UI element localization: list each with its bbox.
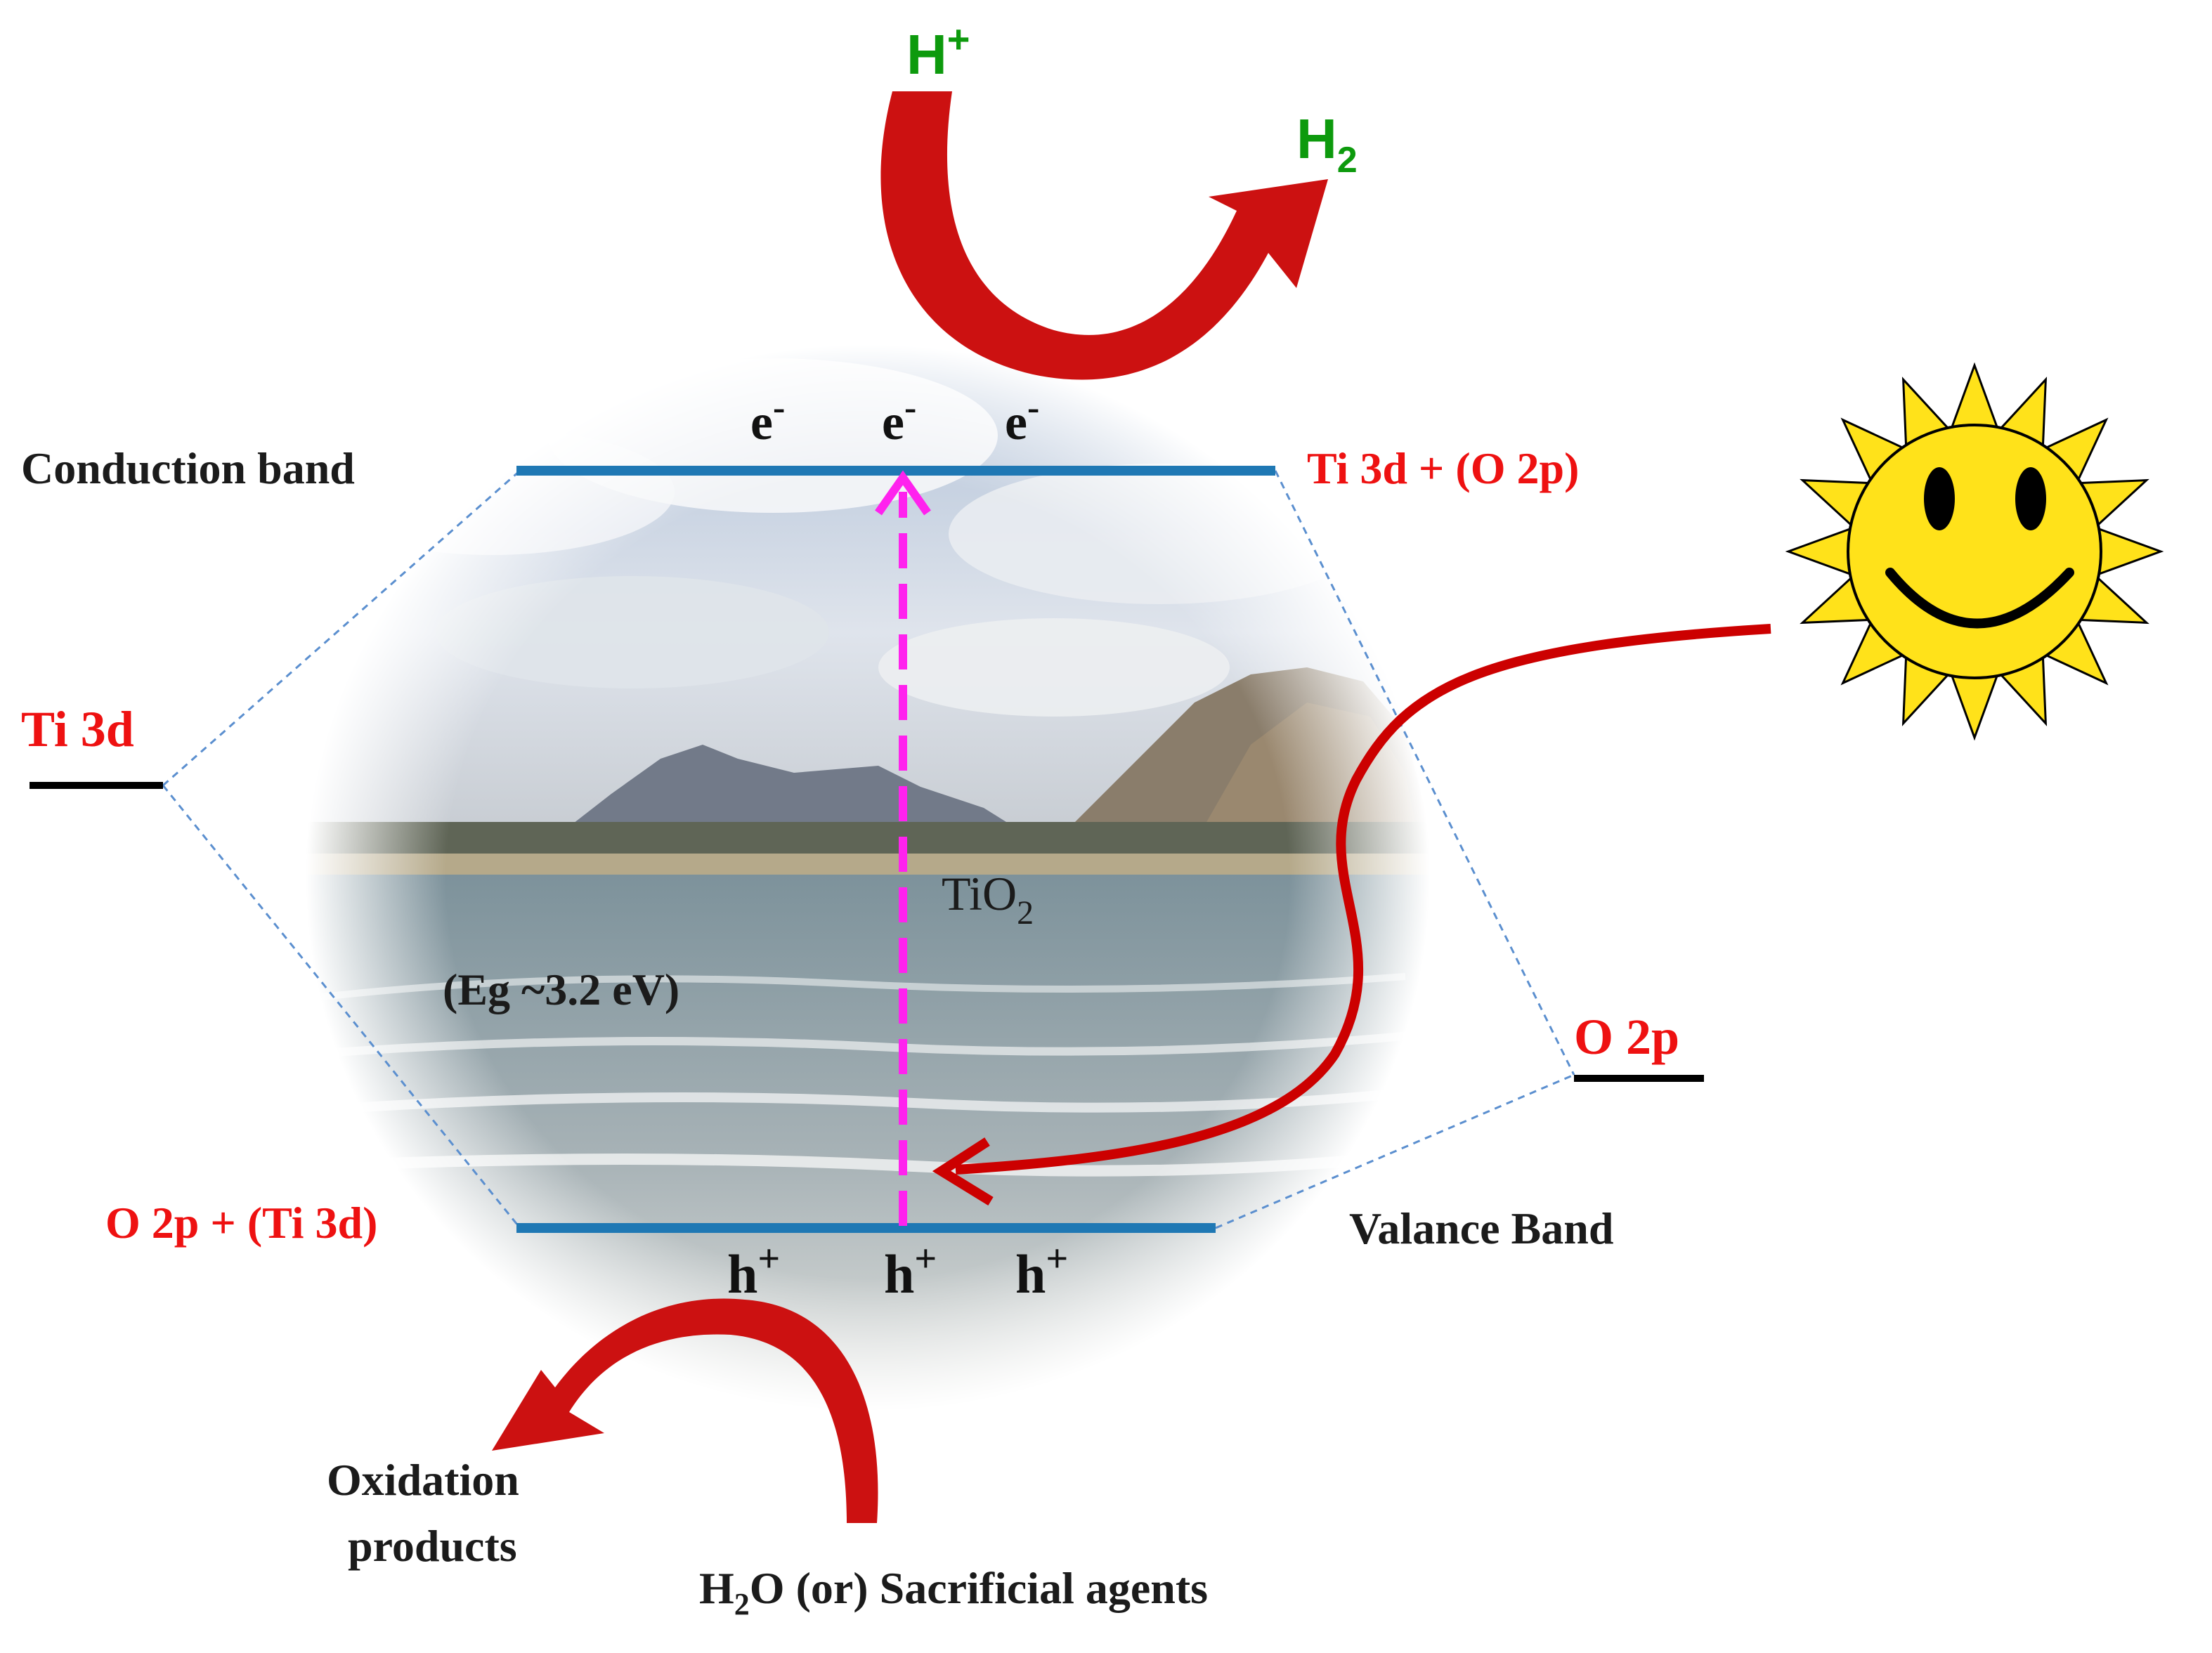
sacrificial-agents-label: H2O (or) Sacrificial agents	[699, 1563, 1208, 1621]
hole-1: h+	[727, 1237, 780, 1305]
hydrogen-label: H2	[1296, 107, 1358, 181]
oxidation-products-line2: products	[348, 1521, 517, 1571]
electron-1: e-	[750, 388, 785, 450]
proton-label: H+	[906, 17, 970, 86]
reduction-arrow	[880, 91, 1328, 380]
vb-composition-label: O 2p + (Ti 3d)	[105, 1198, 377, 1248]
holes: h+ h+ h+	[727, 1237, 1068, 1305]
electron-3: e-	[1005, 388, 1039, 450]
sunlight-arrow	[932, 624, 1771, 1206]
hole-2: h+	[884, 1237, 937, 1305]
o2p-level-label: O 2p	[1574, 1009, 1679, 1065]
oxidation-products-line1: Oxidation	[327, 1455, 519, 1505]
excitation-arrow-head	[875, 470, 931, 516]
correlation-lines	[162, 469, 1575, 1229]
valence-band-label: Valance Band	[1349, 1203, 1613, 1253]
smiling-sun-icon	[1785, 362, 2164, 741]
electron-2: e-	[882, 388, 916, 450]
cb-composition-label: Ti 3d + (O 2p)	[1307, 443, 1579, 493]
conduction-band-label: Conduction band	[21, 443, 355, 493]
hole-3: h+	[1015, 1237, 1068, 1305]
beach-photo	[281, 337, 1476, 1437]
ti3d-level-label: Ti 3d	[21, 701, 134, 757]
material-label: TiO2	[942, 867, 1034, 932]
band-gap-label: (Eg ~3.2 eV)	[443, 965, 679, 1014]
oxidation-arrow	[492, 1298, 878, 1523]
electrons: e- e- e-	[750, 388, 1039, 450]
